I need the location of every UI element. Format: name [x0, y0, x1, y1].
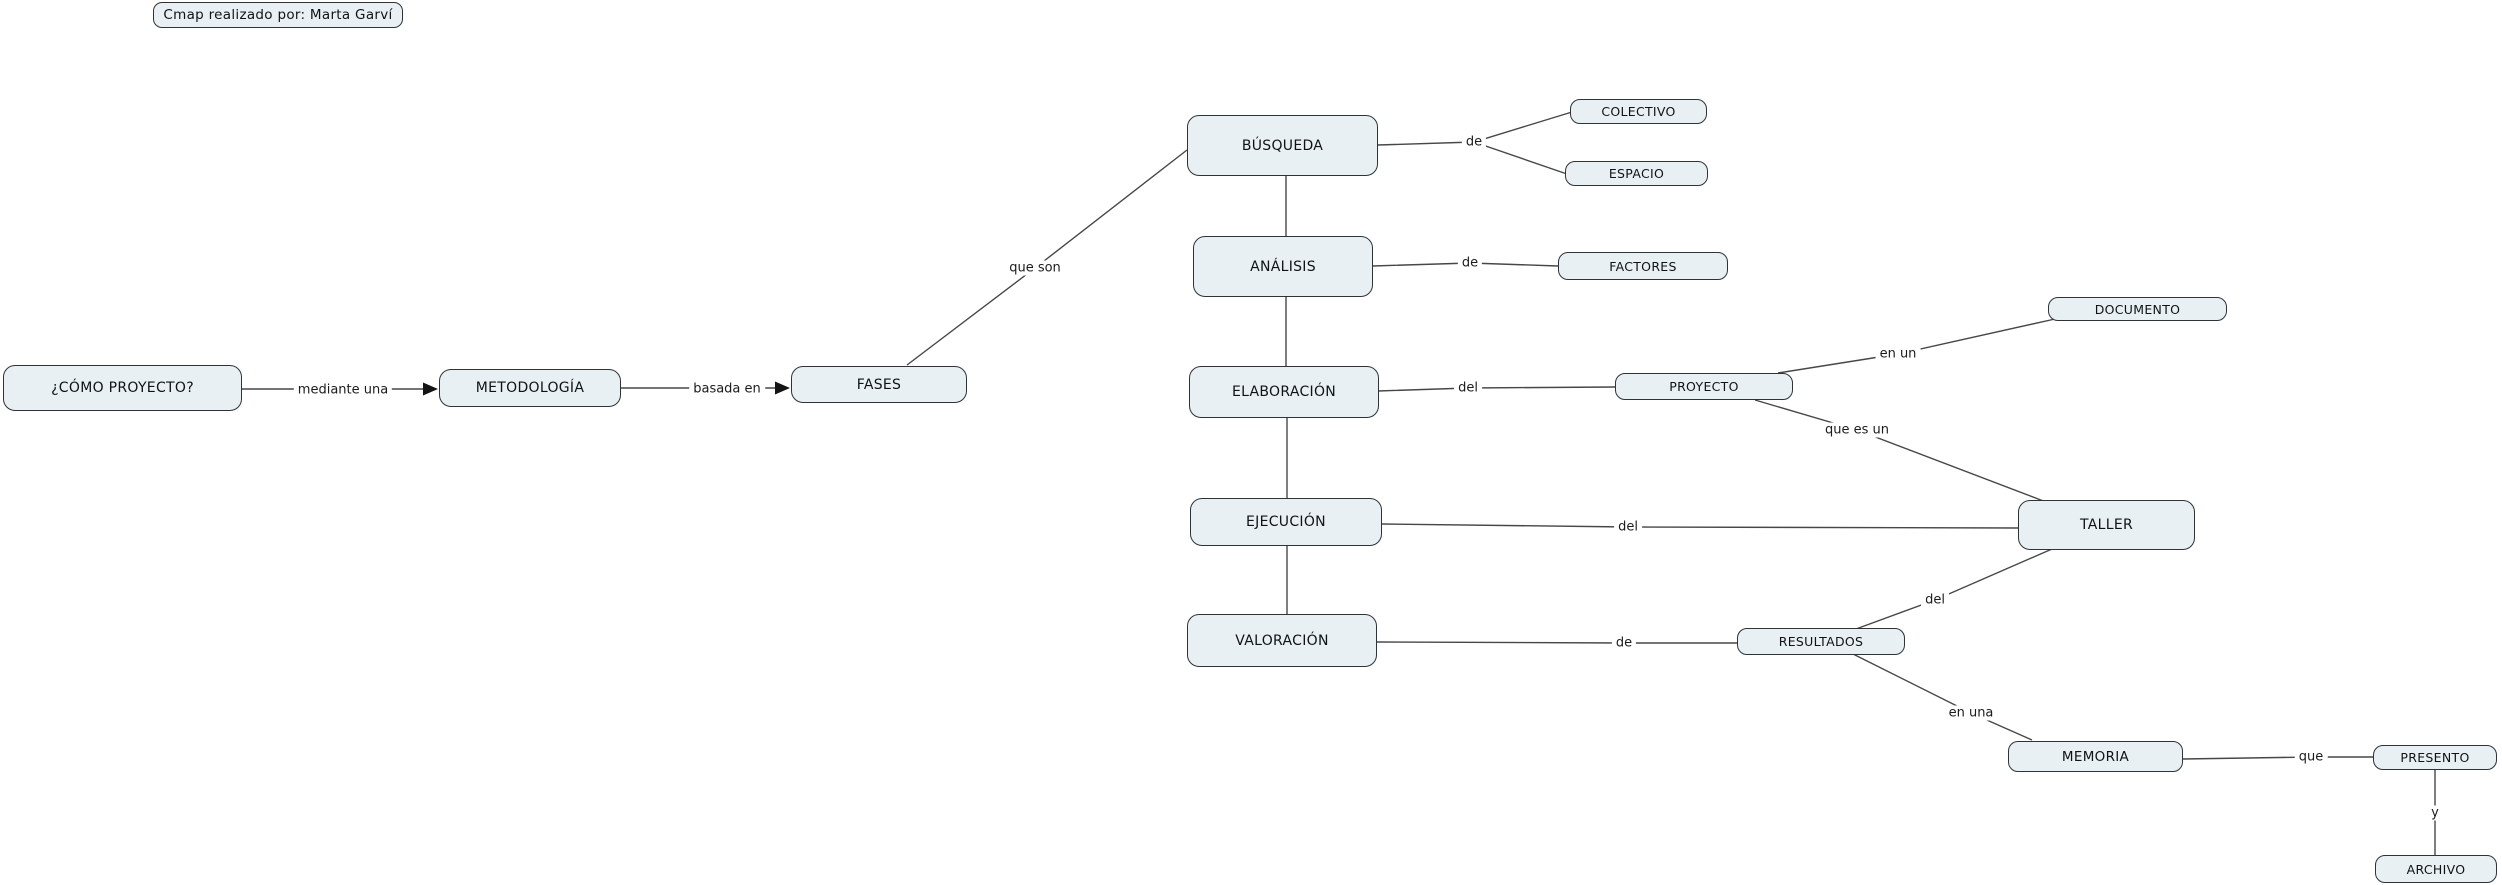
link-label-de-busqueda[interactable]: de — [1461, 134, 1487, 150]
node-espacio[interactable]: ESPACIO — [1565, 161, 1708, 186]
node-analisis[interactable]: ANÁLISIS — [1193, 236, 1373, 297]
node-busqueda[interactable]: BÚSQUEDA — [1187, 115, 1378, 176]
node-metodologia[interactable]: METODOLOGÍA — [439, 369, 621, 407]
node-archivo[interactable]: ARCHIVO — [2375, 855, 2497, 883]
link-label-de-valoracion[interactable]: de — [1611, 635, 1637, 651]
node-como-proyecto[interactable]: ¿CÓMO PROYECTO? — [3, 365, 242, 411]
link-label-del-ejecucion[interactable]: del — [1614, 519, 1642, 535]
node-colectivo[interactable]: COLECTIVO — [1570, 99, 1707, 124]
author-note-box[interactable]: Cmap realizado por: Marta Garví — [153, 2, 403, 28]
link-label-basada-en[interactable]: basada en — [689, 381, 765, 397]
node-proyecto[interactable]: PROYECTO — [1615, 373, 1793, 400]
link-label-del-taller[interactable]: del — [1921, 592, 1949, 608]
node-valoracion[interactable]: VALORACIÓN — [1187, 614, 1377, 667]
link-label-en-una[interactable]: en una — [1944, 705, 1998, 721]
node-taller[interactable]: TALLER — [2018, 500, 2195, 550]
link-label-y[interactable]: y — [2427, 805, 2443, 821]
node-elaboracion[interactable]: ELABORACIÓN — [1189, 366, 1379, 418]
node-documento[interactable]: DOCUMENTO — [2048, 297, 2227, 321]
link-label-en-un[interactable]: en un — [1875, 346, 1921, 362]
link-label-que-es-un[interactable]: que es un — [1820, 422, 1894, 438]
node-presento[interactable]: PRESENTO — [2373, 745, 2497, 770]
node-factores[interactable]: FACTORES — [1558, 252, 1728, 280]
link-label-de-analisis[interactable]: de — [1457, 255, 1483, 271]
link-label-del-elaboracion[interactable]: del — [1454, 380, 1482, 396]
link-label-mediante-una[interactable]: mediante una — [293, 382, 393, 398]
node-fases[interactable]: FASES — [791, 366, 967, 403]
node-memoria[interactable]: MEMORIA — [2008, 741, 2183, 772]
node-ejecucion[interactable]: EJECUCIÓN — [1190, 498, 1382, 546]
link-label-que-son[interactable]: que son — [1005, 260, 1065, 276]
node-resultados[interactable]: RESULTADOS — [1737, 628, 1905, 655]
link-label-que[interactable]: que — [2294, 749, 2328, 765]
